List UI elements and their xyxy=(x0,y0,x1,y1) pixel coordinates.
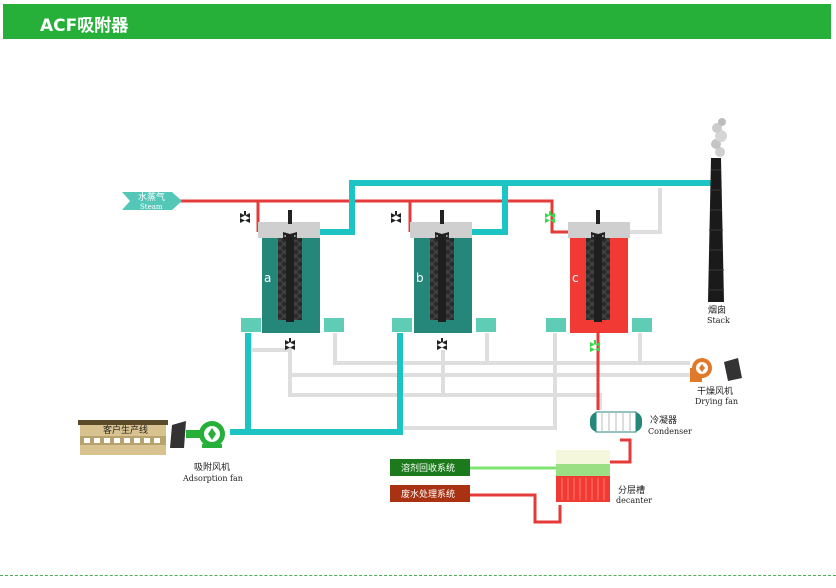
stack-label: 烟囱 xyxy=(708,304,726,316)
drying-fan: 干燥风机 Drying fan xyxy=(690,358,742,406)
condenser-label: 冷凝器 xyxy=(650,414,677,426)
steam-label-en: Steam xyxy=(140,203,163,211)
header-bar: ACF吸附器 xyxy=(3,4,831,39)
stack-label-en: Stack xyxy=(707,316,730,325)
adsorption-fan-label-en: Adsorption fan xyxy=(182,474,243,483)
vessel-label-b: b xyxy=(416,271,424,285)
solvent-recovery-system: 溶剂回收系统 xyxy=(390,459,470,476)
stack: 烟囱 Stack xyxy=(707,118,730,325)
adsorption-pipes xyxy=(230,180,714,435)
fan-icon xyxy=(208,428,216,440)
valve-icon xyxy=(391,213,401,223)
valve-icon xyxy=(240,213,250,223)
steam-inlet: 水蒸气 Steam xyxy=(122,191,182,211)
steam-label: 水蒸气 xyxy=(138,191,165,203)
production-line-building: 客户生产线 xyxy=(78,420,168,455)
valve-icon xyxy=(437,340,447,350)
wastewater-treatment-system: 废水处理系统 xyxy=(390,485,470,502)
vessel-label-c: c xyxy=(572,271,579,285)
footer-divider xyxy=(0,575,836,576)
production-line-label: 客户生产线 xyxy=(103,424,148,436)
adsorber-vessel-c: c xyxy=(546,210,652,333)
decanter: 分层槽 decanter xyxy=(556,450,652,505)
solvent-recovery-label: 溶剂回收系统 xyxy=(401,462,455,474)
adsorption-fan: 吸附风机 Adsorption fan xyxy=(170,421,243,483)
decanter-label: 分层槽 xyxy=(618,484,645,496)
adsorption-fan-label: 吸附风机 xyxy=(194,461,230,473)
wastewater-label: 废水处理系统 xyxy=(401,488,455,500)
condenser: 冷凝器 Condenser xyxy=(590,411,692,436)
valve-icon xyxy=(590,342,600,352)
valve-icon xyxy=(545,213,555,223)
condenser-label-en: Condenser xyxy=(648,427,692,436)
vessel-label-a: a xyxy=(264,271,271,285)
page-title: ACF吸附器 xyxy=(40,16,129,36)
valve-icons xyxy=(240,211,600,352)
adsorber-vessel-b: b xyxy=(392,210,496,333)
smoke-icon xyxy=(711,118,727,157)
drying-fan-label: 干燥风机 xyxy=(697,385,733,397)
drying-fan-label-en: Drying fan xyxy=(695,397,738,406)
fan-icon xyxy=(699,364,705,372)
decanter-label-en: decanter xyxy=(616,496,652,505)
adsorber-vessel-a: a xyxy=(241,210,344,333)
valve-icon xyxy=(285,340,295,350)
